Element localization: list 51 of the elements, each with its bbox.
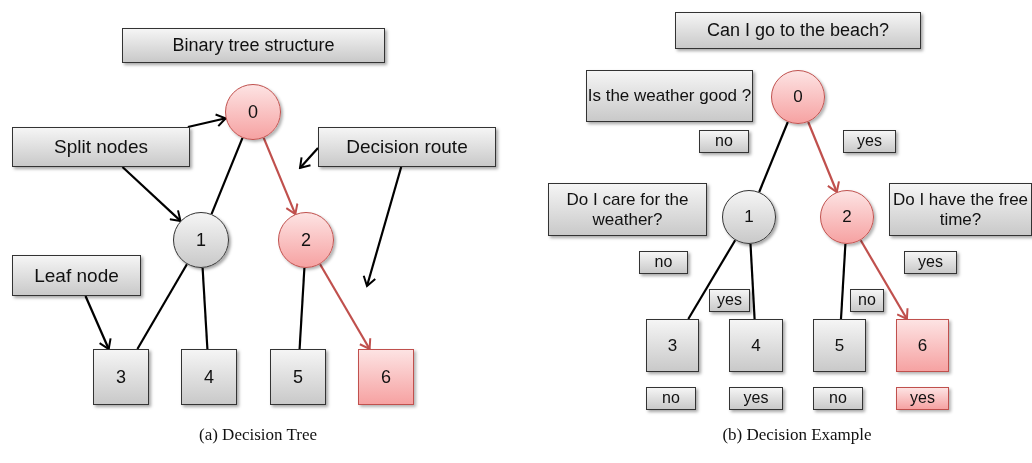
- tree-edge-arrow: [807, 121, 840, 193]
- tree-edge: [687, 239, 737, 320]
- answer-tag: yes: [843, 130, 896, 153]
- callout-label: Split nodes: [12, 127, 190, 167]
- leaf-node-box: 5: [270, 349, 326, 405]
- tree-edge: [839, 243, 847, 320]
- split-node-circle: 1: [722, 190, 776, 244]
- answer-tag: no: [699, 130, 749, 153]
- answer-tag: yes: [896, 387, 949, 410]
- title-box: Binary tree structure: [122, 28, 385, 63]
- tree-edge: [201, 267, 209, 350]
- leaf-node-box: 4: [729, 319, 783, 372]
- leaf-node-box: 4: [181, 349, 237, 405]
- question-box: Is the weather good ?: [586, 70, 753, 122]
- leaf-node-box: 3: [93, 349, 149, 405]
- split-node-circle: 2: [820, 190, 874, 244]
- split-node-circle: 2: [278, 212, 334, 268]
- tree-edge-arrow: [859, 239, 909, 320]
- leader-arrow: [84, 295, 112, 350]
- tree-edge: [136, 263, 188, 350]
- tree-edge: [758, 121, 789, 193]
- split-node-circle: 1: [173, 212, 229, 268]
- tree-edge-arrow: [319, 263, 372, 350]
- figure-caption: (a) Decision Tree: [199, 425, 317, 445]
- leaf-node-box: 6: [896, 319, 949, 372]
- leader-arrow: [362, 166, 403, 287]
- split-node-circle: 0: [771, 70, 825, 124]
- title-box: Can I go to the beach?: [675, 12, 921, 49]
- answer-tag: no: [646, 387, 696, 410]
- tree-edge: [210, 137, 244, 215]
- callout-label: Decision route: [318, 127, 496, 167]
- leaf-node-box: 5: [813, 319, 866, 372]
- tree-edge-arrow: [262, 137, 299, 216]
- tree-edge: [298, 267, 306, 350]
- answer-tag: no: [850, 289, 884, 312]
- answer-tag: yes: [729, 387, 783, 410]
- answer-tag: yes: [709, 289, 750, 312]
- question-box: Do I have the free time?: [889, 183, 1032, 236]
- callout-label: Leaf node: [12, 255, 141, 296]
- leader-arrow: [187, 113, 227, 129]
- split-node-circle: 0: [225, 84, 281, 140]
- leader-arrow: [299, 147, 319, 169]
- answer-tag: no: [639, 251, 688, 274]
- figure-caption: (b) Decision Example: [722, 425, 872, 445]
- tree-edge: [749, 243, 756, 320]
- answer-tag: yes: [904, 251, 957, 274]
- leaf-node-box: 3: [646, 319, 699, 372]
- leaf-node-box: 6: [358, 349, 414, 405]
- answer-tag: no: [813, 387, 863, 410]
- question-box: Do I care for the weather?: [548, 183, 707, 236]
- leader-arrow: [121, 166, 182, 222]
